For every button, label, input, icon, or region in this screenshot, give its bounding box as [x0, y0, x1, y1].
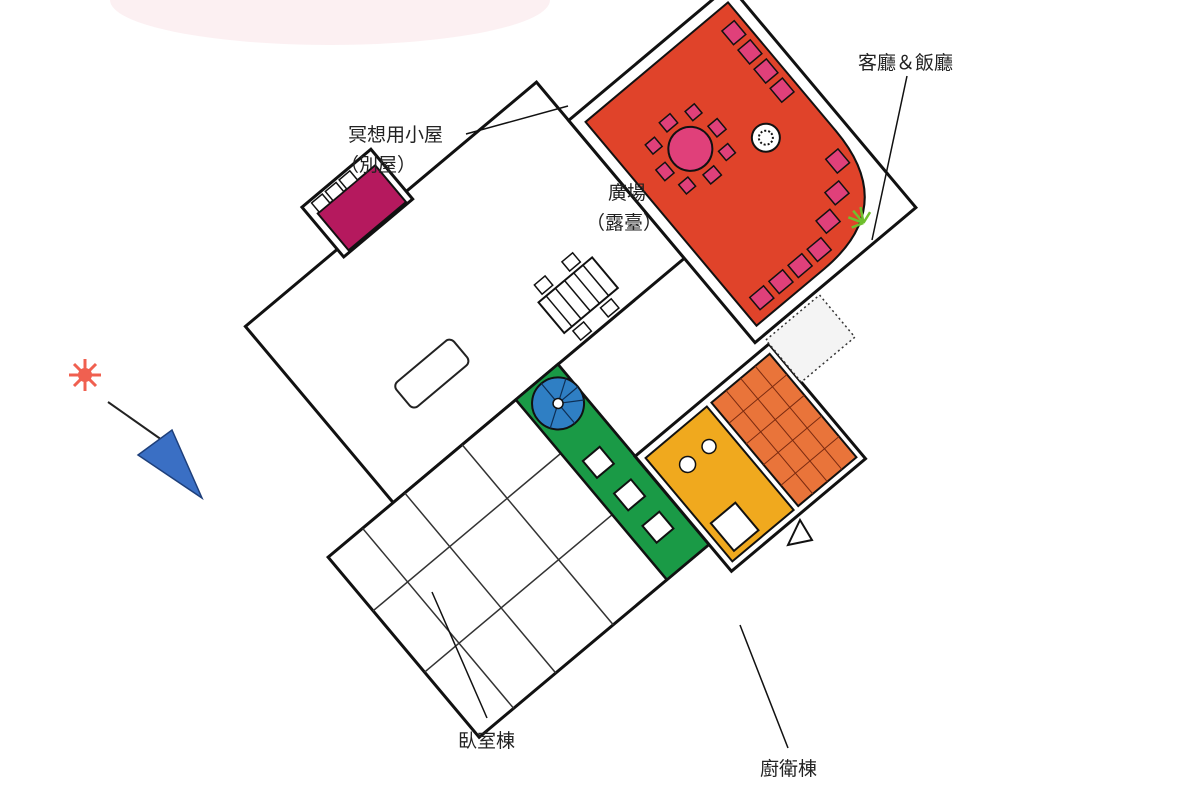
round-dining-table	[644, 102, 737, 195]
label-plaza-sub: （露臺）	[586, 212, 663, 234]
north-arrow-icon	[107, 401, 204, 501]
label-plaza: 廣場	[608, 182, 647, 204]
fireplace-icon	[750, 122, 781, 153]
label-meditation-room: 冥想用小屋	[348, 124, 444, 146]
label-kitchen-bath-wing: 廚衛棟	[760, 758, 818, 780]
label-living-dining: 客廳＆飯廳	[858, 52, 954, 74]
entrance-arrow-icon	[786, 517, 814, 547]
spiral-staircase	[531, 376, 586, 431]
label-meditation-room-sub: （別屋）	[340, 154, 417, 176]
sun-icon	[69, 359, 101, 391]
bathroom	[644, 405, 796, 563]
label-bedroom-wing: 臥室棟	[458, 730, 516, 752]
bench	[394, 338, 470, 409]
living-dining-room	[584, 0, 866, 328]
sofa-seats	[720, 19, 851, 311]
plant-icon	[847, 206, 872, 229]
entrance	[764, 293, 856, 384]
plaza-dining-table	[533, 251, 620, 342]
